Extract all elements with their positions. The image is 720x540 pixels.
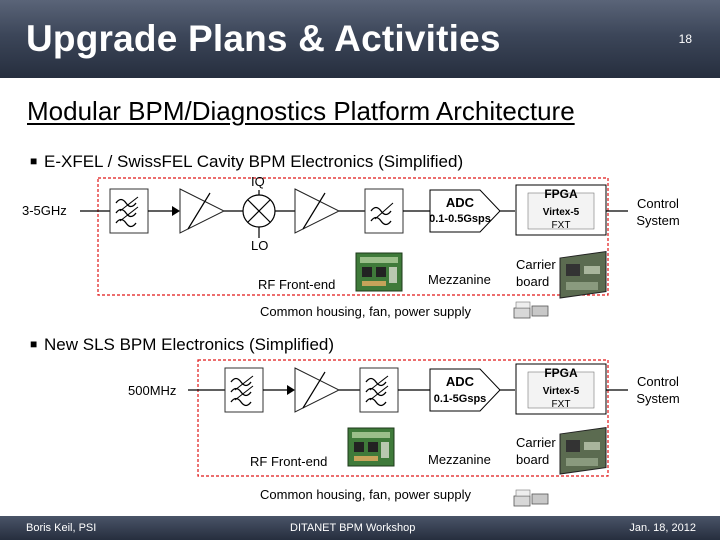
adc-label: ADC (445, 195, 475, 210)
fpga-label: FPGA (544, 187, 578, 201)
adc-rate-label: 0.1-0.5Gsps (429, 213, 491, 225)
slide-title: Upgrade Plans & Activities (26, 18, 501, 59)
housing-outline-1 (97, 177, 609, 296)
fpga-chip-label-2: FXT (551, 399, 571, 410)
control-system-label-2: System (636, 213, 680, 228)
adc-block (429, 189, 501, 233)
footer-author: Boris Keil, PSI (26, 522, 97, 534)
footer-event: DITANET BPM Workshop (290, 522, 416, 534)
input-frequency-label: 3-5GHz (22, 203, 67, 218)
footer-bar: Boris Keil, PSI DITANET BPM Workshop Jan… (0, 516, 720, 540)
bullet-section-2: ■ New SLS BPM Electronics (Simplified) (30, 335, 334, 355)
footer-date: Jan. 18, 2012 (629, 522, 696, 534)
slide-subtitle: Modular BPM/Diagnostics Platform Archite… (27, 96, 575, 126)
housing-outline-2 (197, 359, 609, 477)
control-system-label-1: Control (637, 196, 679, 211)
power-supply-image (513, 301, 549, 319)
adc-block (429, 368, 501, 412)
bandpass-filter-icon (109, 188, 149, 234)
carrier-board-label-2: board (516, 452, 550, 467)
title-bar: Upgrade Plans & Activities 18 (0, 0, 720, 78)
mezzanine-board-image (347, 427, 395, 467)
control-system-label-2: System (636, 391, 680, 406)
mezzanine-label: Mezzanine (428, 272, 491, 287)
amplifier-icon (179, 188, 225, 234)
carrier-board-label-1: Carrier (516, 435, 556, 450)
bandpass-filter-icon (224, 367, 264, 413)
lowpass-filter-icon (364, 188, 404, 234)
fpga-chip-label-2: FXT (551, 220, 571, 231)
amplifier-icon (294, 188, 340, 234)
bullet-marker-icon: ■ (30, 337, 38, 351)
bullet-marker-icon: ■ (30, 154, 38, 168)
adc-label: ADC (445, 374, 475, 389)
fpga-label: FPGA (544, 366, 578, 380)
amplifier-icon (294, 367, 340, 413)
bullet-section-2-text: New SLS BPM Electronics (Simplified) (44, 335, 335, 354)
common-housing-label: Common housing, fan, power supply (260, 487, 472, 502)
bandpass-filter-icon (359, 367, 399, 413)
bullet-section-1: ■ E-XFEL / SwissFEL Cavity BPM Electronic… (30, 152, 463, 172)
iq-label: IQ (251, 174, 265, 189)
rf-frontend-label: RF Front-end (258, 277, 336, 292)
bullet-section-1-text: E-XFEL / SwissFEL Cavity BPM Electronics… (44, 152, 464, 171)
mezzanine-label: Mezzanine (428, 452, 491, 467)
rf-frontend-label: RF Front-end (250, 454, 328, 469)
fpga-chip-label-1: Virtex-5 (542, 207, 580, 218)
lo-label: LO (251, 238, 269, 253)
input-frequency-label: 500MHz (128, 383, 177, 398)
mezzanine-board-image (355, 252, 403, 292)
carrier-board-image (559, 427, 607, 475)
adc-rate-label: 0.1-5Gsps (433, 393, 487, 405)
common-housing-label: Common housing, fan, power supply (260, 304, 472, 319)
slide-number: 18 (678, 32, 692, 46)
carrier-board-label-2: board (516, 274, 550, 289)
carrier-board-label-1: Carrier (516, 257, 556, 272)
power-supply-image (513, 489, 549, 507)
fpga-chip-label-1: Virtex-5 (542, 386, 580, 397)
control-system-label-1: Control (637, 374, 679, 389)
carrier-board-image (559, 251, 607, 299)
